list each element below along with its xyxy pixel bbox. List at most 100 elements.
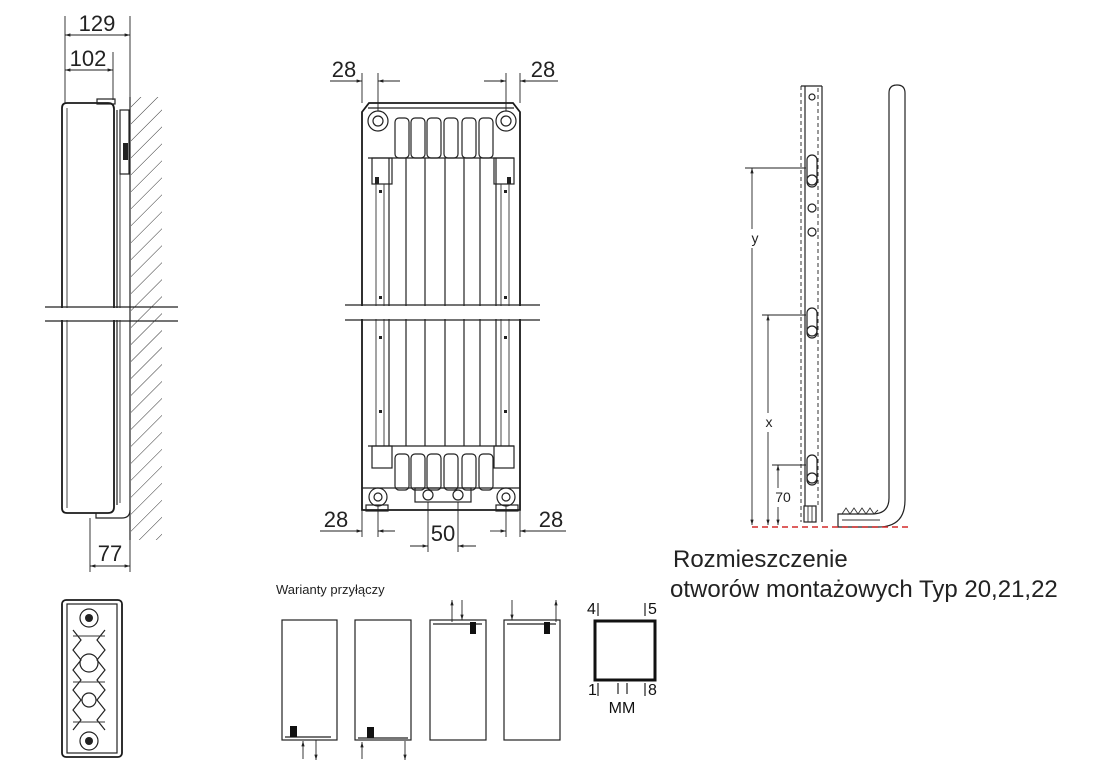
bottom-fin bbox=[410, 453, 426, 491]
panel-channels bbox=[375, 158, 510, 446]
top-view-fins-left bbox=[72, 629, 82, 731]
floor-bracket bbox=[837, 84, 906, 528]
top-right-cap-inner bbox=[500, 115, 512, 127]
variant-3 bbox=[429, 600, 487, 741]
top-fin bbox=[478, 117, 494, 159]
connection-block bbox=[414, 487, 472, 503]
bottom-right-cap bbox=[496, 487, 516, 507]
connection-port bbox=[422, 489, 434, 501]
strip-dot bbox=[504, 410, 507, 413]
front-view: 28 28 28 50 28 bbox=[320, 57, 566, 552]
dim-label-bottom-center: 50 bbox=[431, 521, 455, 546]
variant-2 bbox=[354, 619, 412, 760]
keyhole-slot-end bbox=[806, 174, 818, 186]
front-foot bbox=[365, 504, 389, 512]
connection-diagram: 4 5 1 8 MM bbox=[587, 601, 657, 717]
left-top-bracket bbox=[371, 157, 393, 185]
dim-label-102: 102 bbox=[70, 46, 107, 71]
bottom-left-cap bbox=[368, 487, 388, 507]
top-right-cap bbox=[495, 110, 517, 132]
break-gap bbox=[55, 308, 129, 320]
strip-dot bbox=[504, 190, 507, 193]
top-fin bbox=[426, 117, 442, 159]
dimension-bottom-right: 28 bbox=[490, 506, 566, 537]
dim-label-y: y bbox=[752, 230, 759, 246]
strip-dot bbox=[379, 190, 382, 193]
top-view-outline bbox=[61, 599, 123, 758]
side-view: 129 102 77 bbox=[45, 11, 178, 572]
keyhole-slot bbox=[806, 454, 818, 486]
side-top-cap bbox=[96, 98, 116, 105]
variant-panel bbox=[429, 619, 487, 741]
wall-hatching bbox=[131, 97, 162, 540]
bracket-clip bbox=[375, 177, 379, 184]
top-brackets bbox=[368, 157, 515, 185]
caption-line-1: Rozmieszczenie bbox=[673, 546, 848, 573]
top-fin bbox=[394, 117, 410, 159]
strip-dot bbox=[379, 410, 382, 413]
variant-panel bbox=[503, 619, 561, 741]
wall-bracket bbox=[119, 109, 130, 175]
dim-label-top-left: 28 bbox=[332, 57, 356, 82]
right-top-bracket bbox=[493, 157, 515, 185]
dimension-x: x bbox=[762, 314, 806, 525]
front-outline bbox=[361, 102, 521, 511]
bottom-fin bbox=[394, 453, 410, 491]
caption-line-2: otworów montażowych Typ 20,21,22 bbox=[670, 576, 1058, 603]
dim-label-bottom-left: 28 bbox=[324, 507, 348, 532]
side-break-band bbox=[45, 306, 178, 322]
top-view-fins-right bbox=[96, 629, 106, 731]
top-left-cap bbox=[367, 110, 389, 132]
rail-foot bbox=[803, 505, 817, 523]
bottom-right-cap-inner bbox=[501, 492, 511, 502]
bottom-fin bbox=[478, 453, 494, 491]
top-view-port bbox=[79, 653, 99, 673]
bottom-fin bbox=[426, 453, 442, 491]
variant-valve bbox=[544, 622, 550, 634]
connection-square bbox=[593, 619, 657, 682]
rail-hole bbox=[807, 203, 817, 213]
bottom-left-cap-inner bbox=[373, 492, 383, 502]
top-view-port bbox=[81, 692, 97, 708]
rail-hole bbox=[807, 227, 817, 237]
bottom-fin bbox=[443, 453, 459, 491]
top-fin bbox=[443, 117, 459, 159]
wall bbox=[129, 97, 162, 540]
side-body-outline bbox=[61, 102, 115, 514]
top-fin bbox=[461, 117, 477, 159]
top-view-cap-center bbox=[85, 737, 93, 745]
right-bottom-bracket bbox=[493, 445, 515, 469]
variants-title: Warianty przyłączy bbox=[276, 582, 385, 597]
top-fin bbox=[410, 117, 426, 159]
variant-panel bbox=[354, 619, 412, 741]
dimension-bottom-offset: 77 bbox=[89, 518, 131, 572]
variant-valve bbox=[367, 727, 374, 738]
rail-hole bbox=[808, 93, 816, 101]
dim-label-top-right: 28 bbox=[531, 57, 555, 82]
dim-label-70: 70 bbox=[775, 489, 791, 505]
dimension-body-depth: 102 bbox=[65, 46, 114, 100]
top-view-cap bbox=[79, 608, 99, 628]
dimension-overall-depth: 129 bbox=[64, 11, 131, 103]
left-bottom-bracket bbox=[371, 445, 393, 469]
keyhole-slot bbox=[806, 307, 818, 339]
dimension-70: 70 bbox=[772, 464, 806, 525]
top-view-cap-center bbox=[85, 614, 93, 622]
keyhole-slot-end bbox=[806, 472, 818, 484]
strip-dot bbox=[379, 296, 382, 299]
strip-dot bbox=[379, 336, 382, 339]
floor-bracket-serration bbox=[841, 507, 879, 515]
top-view-cap bbox=[79, 731, 99, 751]
connection-label-8: 8 bbox=[648, 682, 657, 699]
keyhole-slot-end bbox=[806, 325, 818, 337]
connection-label-5: 5 bbox=[648, 601, 657, 618]
strip-dot bbox=[504, 296, 507, 299]
top-view bbox=[61, 599, 123, 758]
connection-variants: Warianty przyłączy bbox=[276, 582, 561, 760]
strip-dot bbox=[504, 336, 507, 339]
dim-label-77: 77 bbox=[98, 541, 122, 566]
dimension-top-right: 28 bbox=[484, 57, 558, 111]
bottom-header bbox=[362, 445, 520, 512]
connection-port bbox=[452, 489, 464, 501]
